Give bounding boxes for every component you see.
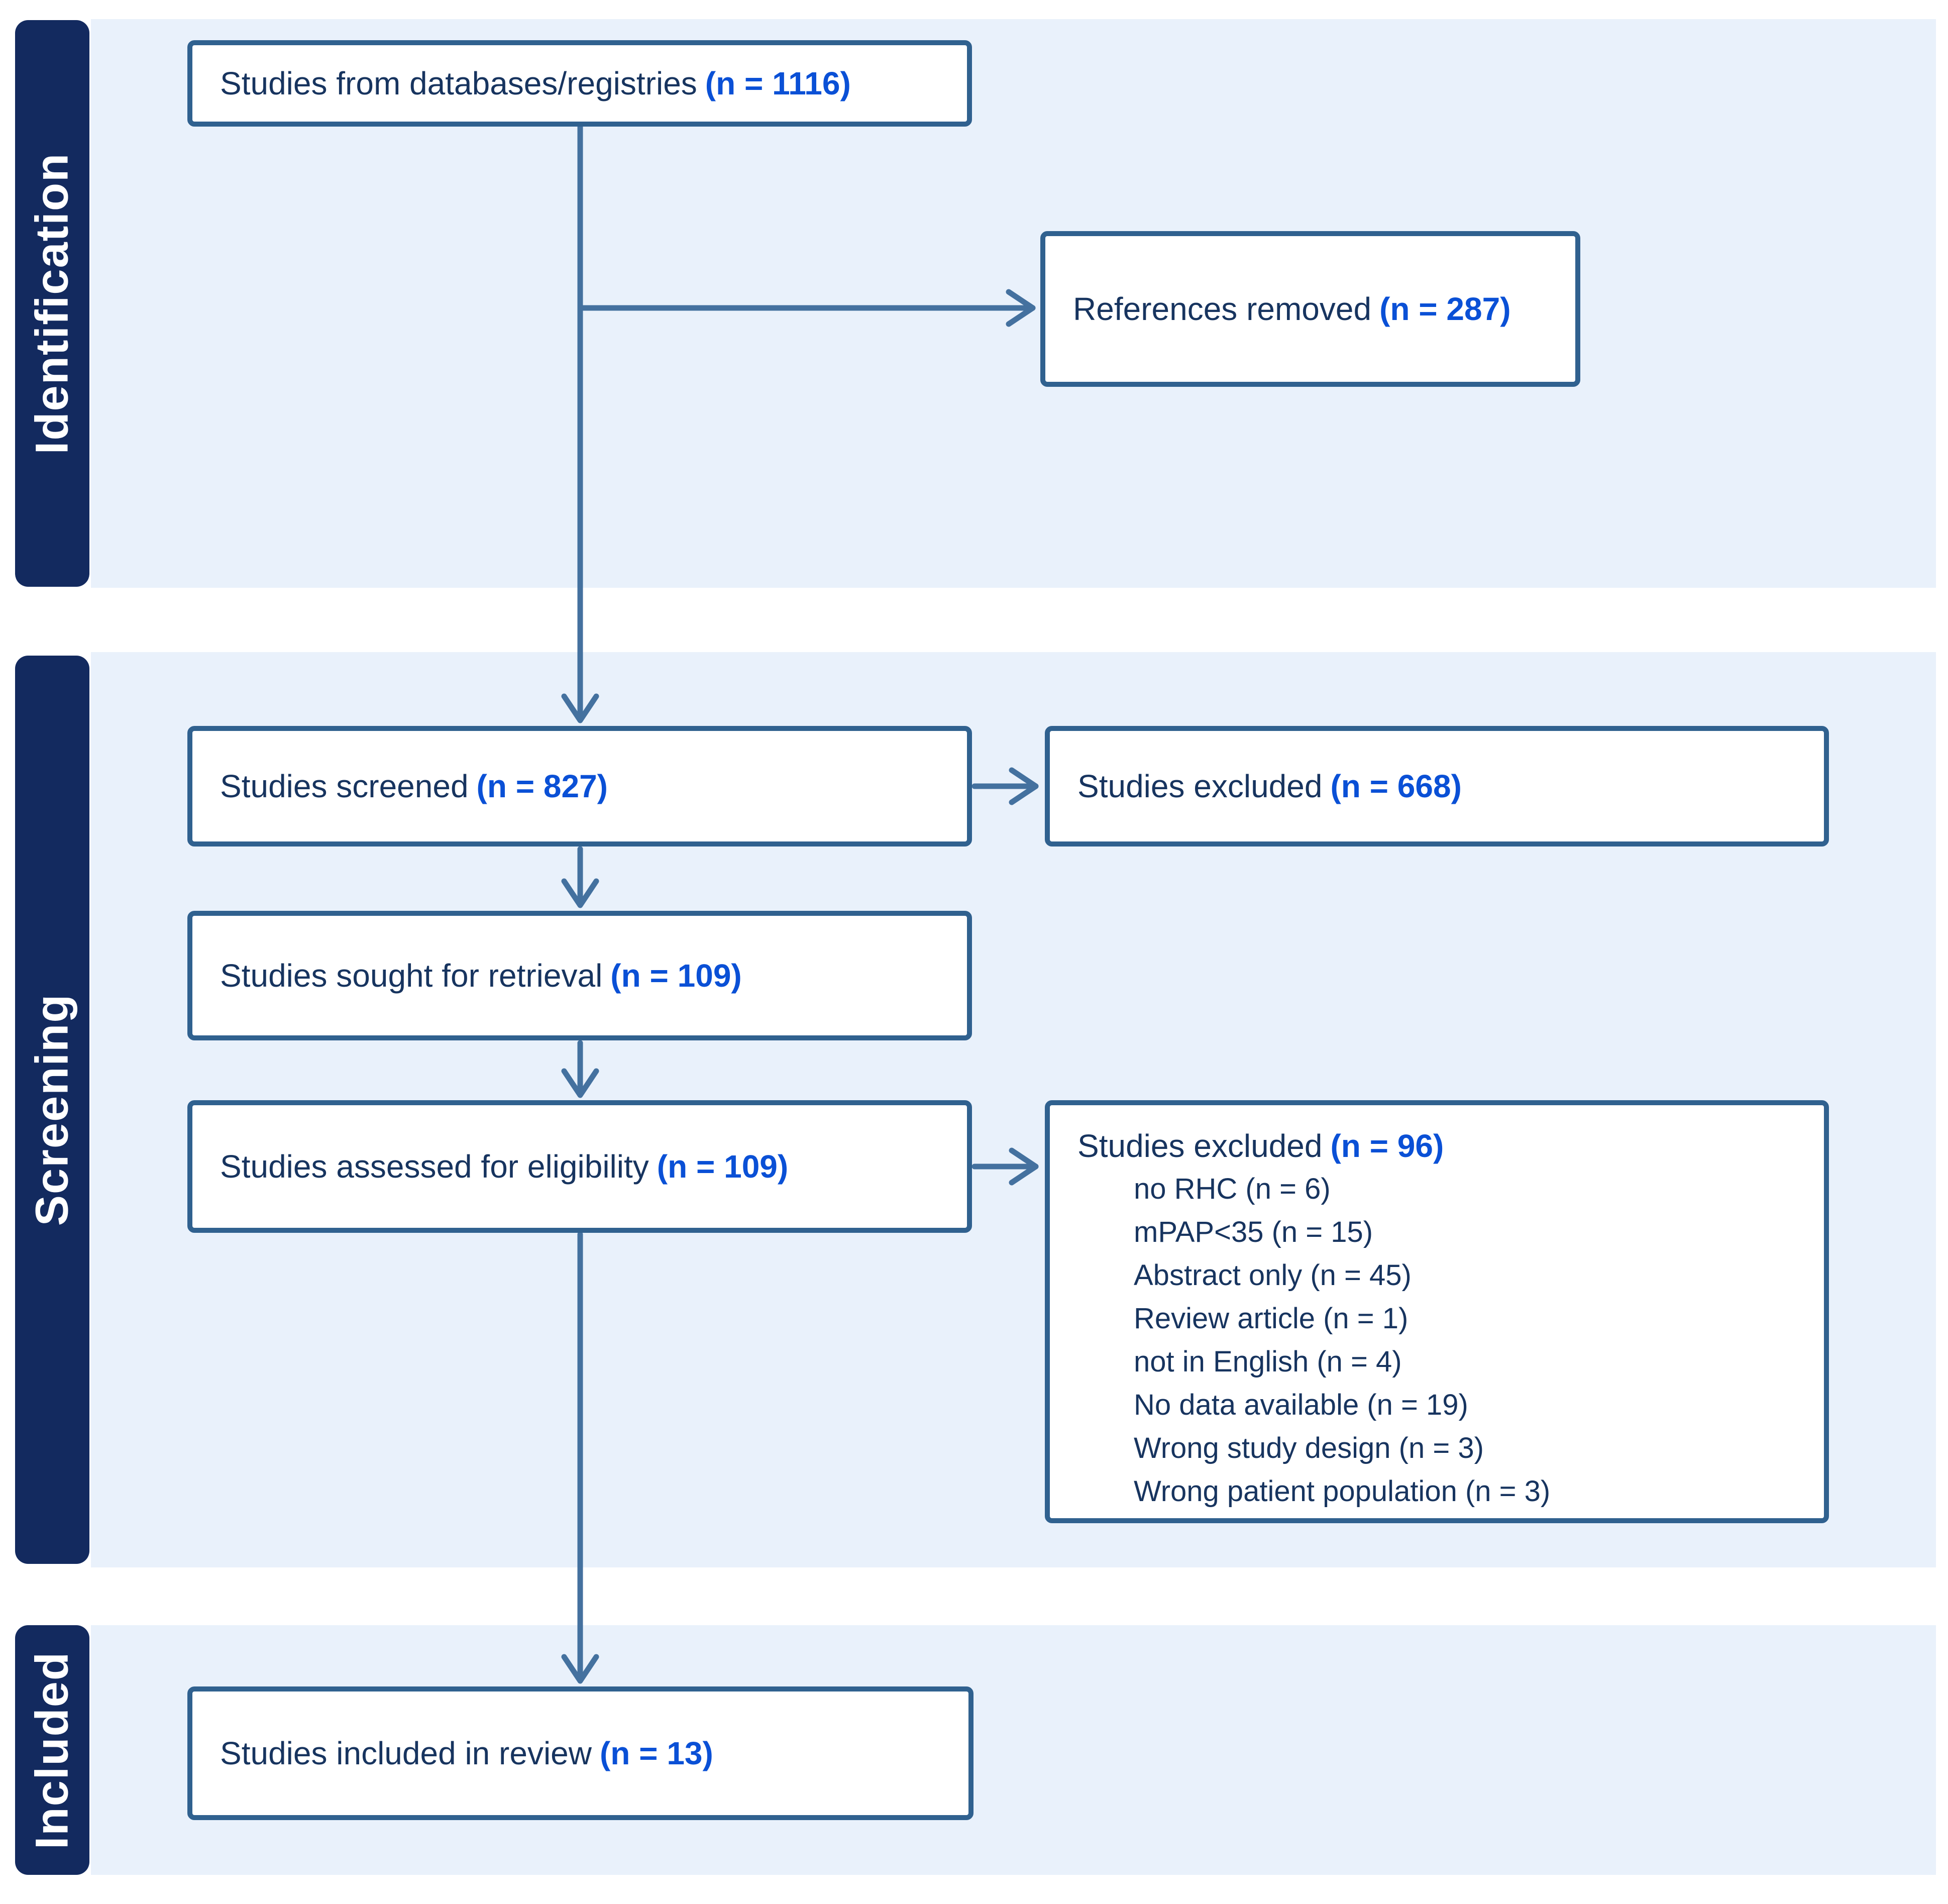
exclusion-reason-wrong-design: Wrong study design (n = 3)	[1134, 1432, 1484, 1464]
identification-sidebar-label: Identification	[26, 152, 78, 455]
studies-excluded-eligibility-label: Studies excluded	[1077, 1128, 1323, 1164]
exclusion-reason-review-article: Review article (n = 1)	[1134, 1302, 1409, 1335]
included-sidebar: Included	[15, 1625, 89, 1875]
studies-sought-retrieval-box: Studies sought for retrieval(n = 109)	[187, 911, 972, 1040]
studies-sought-retrieval-label: Studies sought for retrieval	[220, 958, 603, 994]
exclusion-reason-abstract-only: Abstract only (n = 45)	[1134, 1259, 1412, 1292]
studies-included-review-count: (n = 13)	[599, 1735, 713, 1771]
studies-from-databases-count: (n = 1116)	[705, 65, 851, 101]
studies-excluded-eligibility-count: (n = 96)	[1330, 1128, 1444, 1164]
studies-assessed-eligibility-count: (n = 109)	[657, 1148, 789, 1185]
studies-included-review-box: Studies included in review(n = 13)	[187, 1686, 973, 1820]
screening-sidebar-label: Screening	[26, 993, 78, 1226]
studies-screened-count: (n = 827)	[476, 768, 608, 804]
studies-from-databases-label: Studies from databases/registries	[220, 65, 697, 101]
references-removed-label: References removed	[1073, 291, 1372, 327]
studies-assessed-eligibility-box: Studies assessed for eligibility(n = 109…	[187, 1100, 972, 1233]
exclusion-reason-mpap: mPAP<35 (n = 15)	[1134, 1216, 1373, 1248]
included-sidebar-label: Included	[26, 1651, 78, 1849]
exclusion-reasons-list: no RHC (n = 6) mPAP<35 (n = 15) Abstract…	[1134, 1168, 1796, 1513]
studies-excluded-screening-box: Studies excluded(n = 668)	[1045, 726, 1829, 847]
studies-screened-box: Studies screened(n = 827)	[187, 726, 972, 847]
identification-sidebar: Identification	[15, 20, 89, 587]
studies-excluded-eligibility-box: Studies excluded(n = 96) no RHC (n = 6) …	[1045, 1100, 1829, 1523]
studies-included-review-label: Studies included in review	[220, 1735, 592, 1771]
screening-sidebar: Screening	[15, 656, 89, 1564]
studies-assessed-eligibility-label: Studies assessed for eligibility	[220, 1148, 649, 1185]
references-removed-box: References removed(n = 287)	[1040, 231, 1580, 387]
exclusion-reason-no-data: No data available (n = 19)	[1134, 1389, 1468, 1421]
studies-sought-retrieval-count: (n = 109)	[610, 958, 742, 994]
studies-from-databases-box: Studies from databases/registries(n = 11…	[187, 40, 972, 127]
studies-excluded-screening-count: (n = 668)	[1330, 768, 1462, 804]
exclusion-reason-wrong-population: Wrong patient population (n = 3)	[1134, 1475, 1551, 1508]
exclusion-reason-no-rhc: no RHC (n = 6)	[1134, 1173, 1331, 1205]
studies-excluded-eligibility-title: Studies excluded(n = 96)	[1077, 1124, 1796, 1168]
references-removed-count: (n = 287)	[1379, 291, 1511, 327]
studies-screened-label: Studies screened	[220, 768, 469, 804]
exclusion-reason-not-english: not in English (n = 4)	[1134, 1345, 1402, 1378]
studies-excluded-screening-label: Studies excluded	[1077, 768, 1323, 804]
